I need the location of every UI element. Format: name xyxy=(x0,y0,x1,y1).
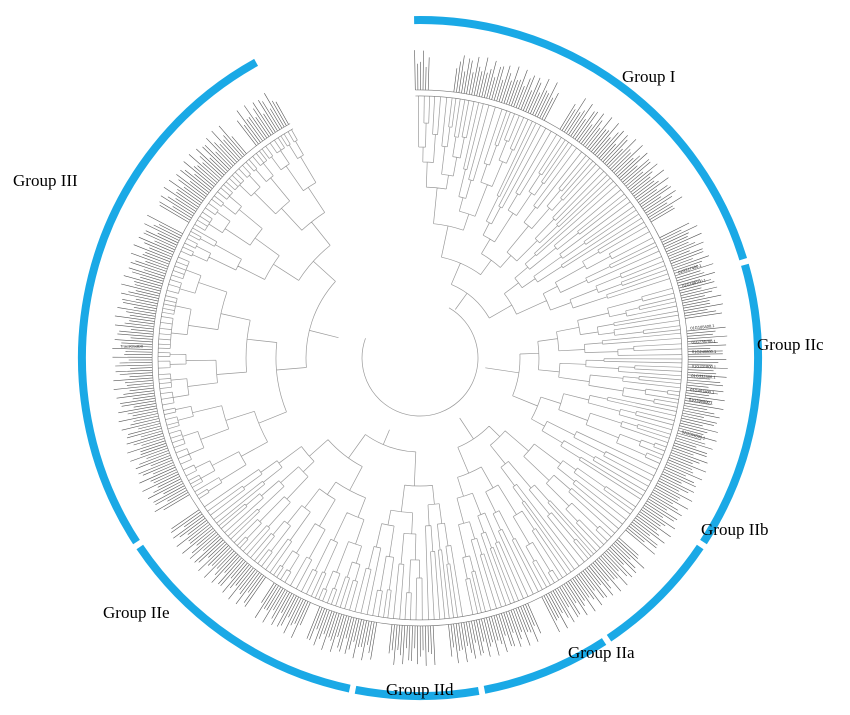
tree-branches xyxy=(157,95,683,621)
group-label-iie: Group IIe xyxy=(103,603,170,622)
group-rings xyxy=(77,16,762,701)
group-label-iid: Group IId xyxy=(386,680,454,699)
group-label-iib: Group IIb xyxy=(701,520,769,539)
group-ring-iie xyxy=(136,544,351,693)
group-ring-iia xyxy=(483,638,607,694)
group-ring-iii xyxy=(77,58,259,545)
group-ring-iic xyxy=(700,263,762,545)
leaf-label: 01G185400.1 xyxy=(690,323,715,331)
leaf-label: 01G332300.1 xyxy=(691,373,716,380)
leaf-label: 01G236700.1 xyxy=(691,338,716,344)
group-label-i: Group I xyxy=(622,67,676,86)
leaf-label-ticks xyxy=(112,50,728,666)
group-ring-iid xyxy=(354,685,480,701)
leaf-label: 01G401800.1 xyxy=(690,387,715,395)
group-label-iia: Group IIa xyxy=(568,643,635,662)
tip-ring-0 xyxy=(157,95,683,621)
group-label-iii: Group III xyxy=(13,171,78,190)
group-ring-iib xyxy=(606,544,704,642)
leaf-label: 01G217400.1 xyxy=(677,262,702,274)
branch-lines xyxy=(157,95,683,621)
tip-ring-1 xyxy=(151,89,689,627)
leaf-label-band xyxy=(112,50,728,666)
group-ring-i xyxy=(414,16,748,261)
leaf-label: TraesCS3D0 xyxy=(120,344,144,349)
leaf-label: 01G240800.1 xyxy=(692,349,717,354)
group-label-iic: Group IIc xyxy=(757,335,824,354)
leaf-label: 01G396800.1 xyxy=(689,397,714,406)
leaf-label-texts: 01G217400.1 01G198100.1 01G185400.1 01G2367… xyxy=(120,262,717,440)
leaf-label: 01G198100.1 xyxy=(682,277,707,288)
leaf-label: 01G331800.1 xyxy=(692,364,717,370)
leaf-label: 01G294800.1 xyxy=(681,429,706,441)
